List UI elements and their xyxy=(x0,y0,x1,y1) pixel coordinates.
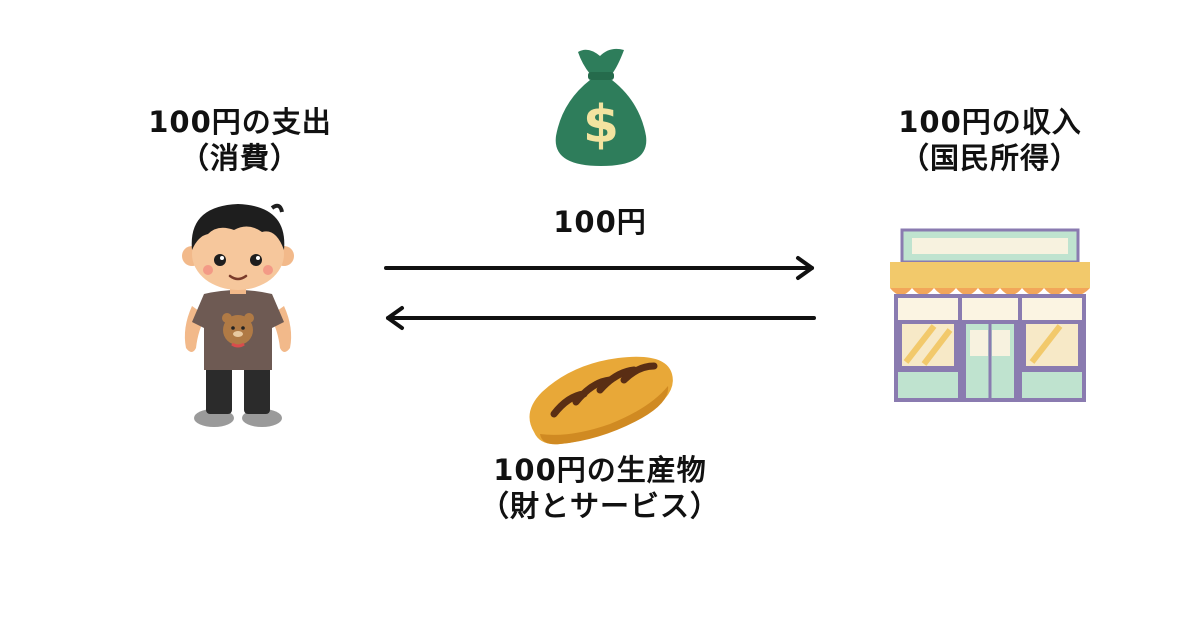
consumer-label: 100円の支出 （消費） xyxy=(110,104,370,176)
money-amount-label: 100円 xyxy=(553,205,647,239)
svg-text:$: $ xyxy=(583,95,619,155)
shop-subtitle: （国民所得） xyxy=(899,141,1080,175)
consumer-subtitle: （消費） xyxy=(179,141,300,175)
shop-title: 100円の収入 xyxy=(898,105,1082,139)
consumer-title: 100円の支出 xyxy=(148,105,332,139)
product-subtitle: （財とサービス） xyxy=(479,489,720,523)
product-label: 100円の生産物 （財とサービス） xyxy=(440,452,760,524)
money-bag-icon: $ xyxy=(555,48,647,166)
bread-icon xyxy=(529,356,673,445)
product-flow-arrow xyxy=(386,306,816,330)
product-title: 100円の生産物 xyxy=(493,453,707,487)
boy-icon xyxy=(182,203,294,427)
shop-icon xyxy=(890,228,1090,402)
shop-label: 100円の収入 （国民所得） xyxy=(860,104,1120,176)
money-flow-arrow xyxy=(384,256,814,280)
